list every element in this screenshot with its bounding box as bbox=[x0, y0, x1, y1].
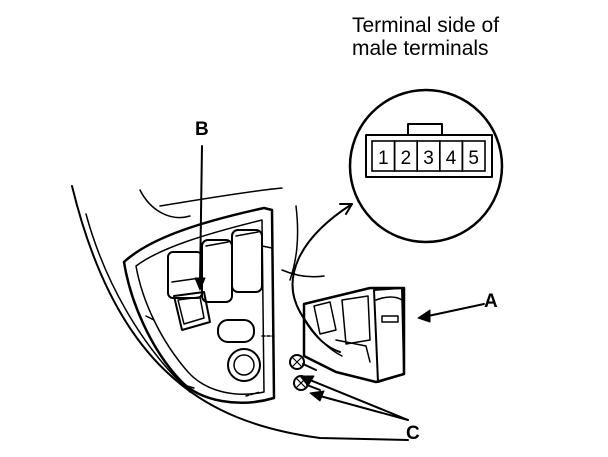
leader-c-lower bbox=[319, 395, 409, 421]
panel-switch-right bbox=[231, 229, 263, 293]
caption-line-1: Terminal side of bbox=[352, 14, 500, 37]
leader-c-upper bbox=[309, 379, 409, 421]
callout-a: A bbox=[484, 291, 498, 312]
magnify-arrow bbox=[291, 203, 353, 313]
panel-lower-button bbox=[217, 319, 255, 343]
leader-b bbox=[199, 145, 203, 283]
callout-b: B bbox=[195, 119, 209, 140]
pin-label-4: 4 bbox=[446, 148, 457, 169]
removed-switch-b bbox=[173, 291, 211, 331]
panel-round-knob bbox=[227, 348, 261, 382]
switch-a-indicator bbox=[381, 315, 399, 323]
connector-lock-tab bbox=[407, 123, 443, 136]
caption-line-2: male terminals bbox=[352, 37, 489, 60]
pin-label-3: 3 bbox=[423, 148, 434, 169]
panel-switch-middle bbox=[201, 239, 233, 303]
leader-a bbox=[427, 303, 485, 317]
switch-a-body bbox=[302, 286, 406, 384]
pin-label-5: 5 bbox=[468, 148, 479, 169]
pin-cell-5 bbox=[461, 140, 486, 172]
pin-label-2: 2 bbox=[401, 148, 412, 169]
switch-panel bbox=[122, 206, 276, 404]
caption: Terminal side of male terminals bbox=[352, 14, 592, 60]
dashboard-outline bbox=[71, 185, 409, 441]
dashboard-inner-curve bbox=[85, 213, 191, 393]
screw-upper bbox=[289, 354, 305, 370]
pin-label-1: 1 bbox=[378, 148, 389, 169]
panel-opening-left bbox=[167, 251, 203, 299]
magnifier-circle bbox=[348, 88, 504, 244]
callout-c: C bbox=[406, 423, 420, 444]
